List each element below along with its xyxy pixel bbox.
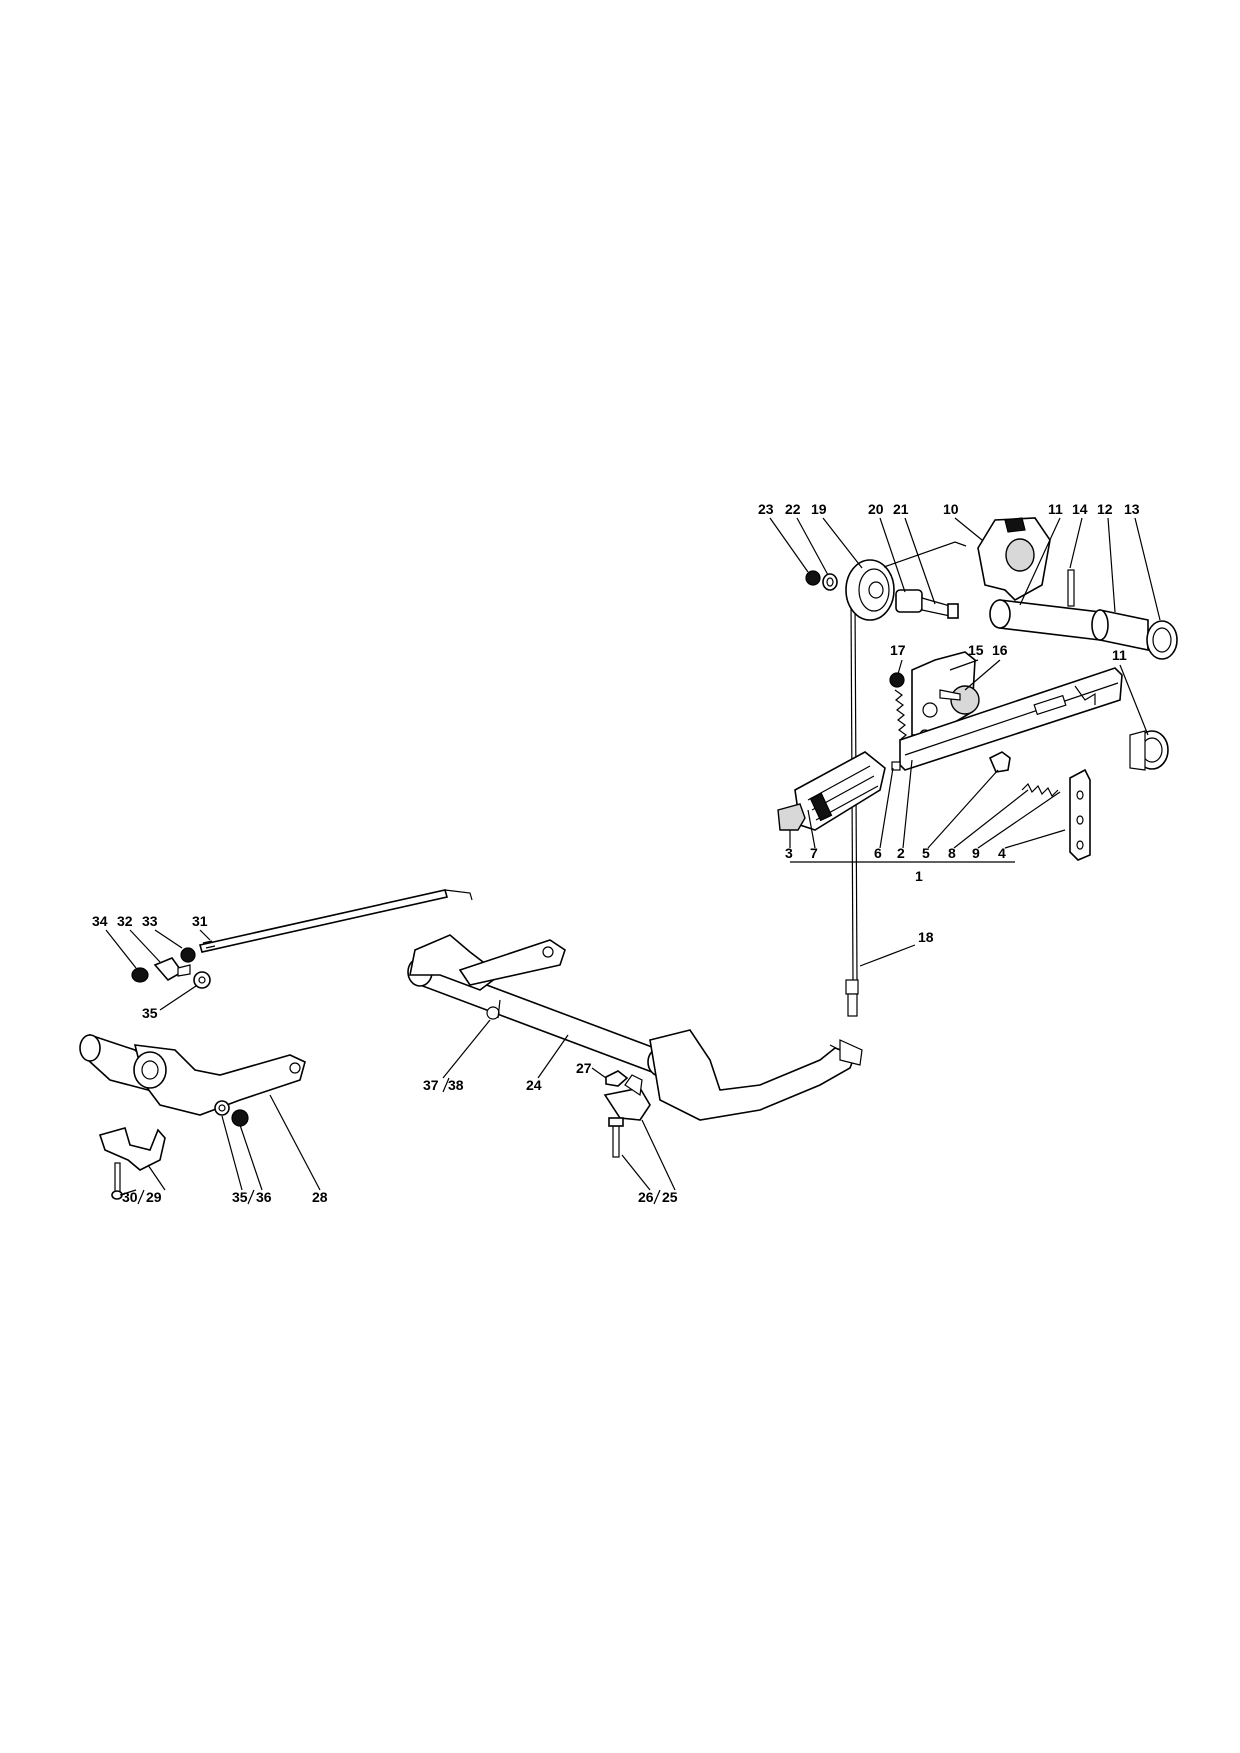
clamp-29	[98, 1127, 166, 1171]
label-30: 30	[122, 1189, 138, 1205]
label-9: 9	[972, 845, 980, 861]
label-34: 34	[92, 913, 108, 929]
label-37: 37	[423, 1077, 439, 1093]
label-32: 32	[117, 913, 133, 929]
label-35-upper: 35	[142, 1005, 158, 1021]
label-4: 4	[998, 845, 1006, 861]
label-10: 10	[943, 501, 959, 517]
knob-3	[777, 803, 806, 831]
label-16: 16	[992, 642, 1008, 658]
label-12: 12	[1097, 501, 1113, 517]
clip-37-38	[486, 999, 501, 1020]
label-21: 21	[893, 501, 909, 517]
label-29: 29	[146, 1189, 162, 1205]
label-7: 7	[810, 845, 818, 861]
label-26: 26	[638, 1189, 654, 1205]
label-27: 27	[576, 1060, 592, 1076]
label-2: 2	[897, 845, 905, 861]
shaft-11	[989, 599, 1101, 641]
washer-22	[822, 573, 838, 591]
label-20: 20	[868, 501, 884, 517]
label-38: 38	[448, 1077, 464, 1093]
label-25: 25	[662, 1189, 678, 1205]
label-8: 8	[948, 845, 956, 861]
label-15: 15	[968, 642, 984, 658]
washer-35-upper	[193, 971, 211, 989]
bushing-11	[1129, 730, 1169, 771]
label-23: 23	[758, 501, 774, 517]
label-31: 31	[192, 913, 208, 929]
part-labels: 23 22 19 20 21 10 11 14 12 13 17 15 16 1…	[92, 501, 1140, 1205]
bolt-26	[608, 1117, 624, 1158]
cap-13	[1146, 620, 1178, 660]
bolt-21	[921, 597, 959, 619]
label-17: 17	[890, 642, 906, 658]
pin-6	[891, 761, 901, 771]
label-18: 18	[918, 929, 934, 945]
lower-arm-28	[79, 1033, 306, 1116]
label-35-lower: 35	[232, 1189, 248, 1205]
left-arm-24	[409, 934, 566, 991]
bracket-25	[603, 1074, 651, 1121]
label-11-top: 11	[1048, 501, 1063, 517]
label-3: 3	[785, 845, 793, 861]
pin-14	[1067, 569, 1075, 607]
sleeve-12	[1091, 609, 1149, 651]
pivot-block-5	[988, 751, 1011, 773]
label-14: 14	[1072, 501, 1088, 517]
label-19: 19	[811, 501, 827, 517]
nut-34	[131, 967, 149, 983]
spacer-20	[895, 589, 923, 613]
label-6: 6	[874, 845, 882, 861]
bracket-4	[1069, 768, 1091, 861]
label-22: 22	[785, 501, 801, 517]
nut-36	[231, 1109, 249, 1127]
screw-30	[111, 1162, 123, 1200]
swivel-32	[153, 957, 191, 982]
label-separators	[137, 1077, 661, 1205]
label-11-right: 11	[1112, 647, 1127, 663]
nut-17	[889, 672, 905, 688]
bolt-16	[939, 689, 961, 701]
plate-10	[977, 517, 1051, 601]
leader-lines	[105, 517, 1161, 1196]
label-1: 1	[915, 868, 923, 884]
label-24: 24	[526, 1077, 542, 1093]
label-36: 36	[256, 1189, 272, 1205]
label-33: 33	[142, 913, 158, 929]
label-5: 5	[922, 845, 930, 861]
spring-8	[1021, 782, 1059, 798]
rod-31	[198, 889, 473, 953]
nut-27	[605, 1070, 629, 1087]
pulley-19	[845, 541, 967, 621]
washer-35-lower	[214, 1100, 230, 1116]
nut-23	[805, 570, 821, 586]
handle-grip-7	[794, 751, 886, 831]
right-arm-24	[649, 1029, 863, 1121]
nut-33	[180, 947, 196, 963]
label-13: 13	[1124, 501, 1140, 517]
label-28: 28	[312, 1189, 328, 1205]
